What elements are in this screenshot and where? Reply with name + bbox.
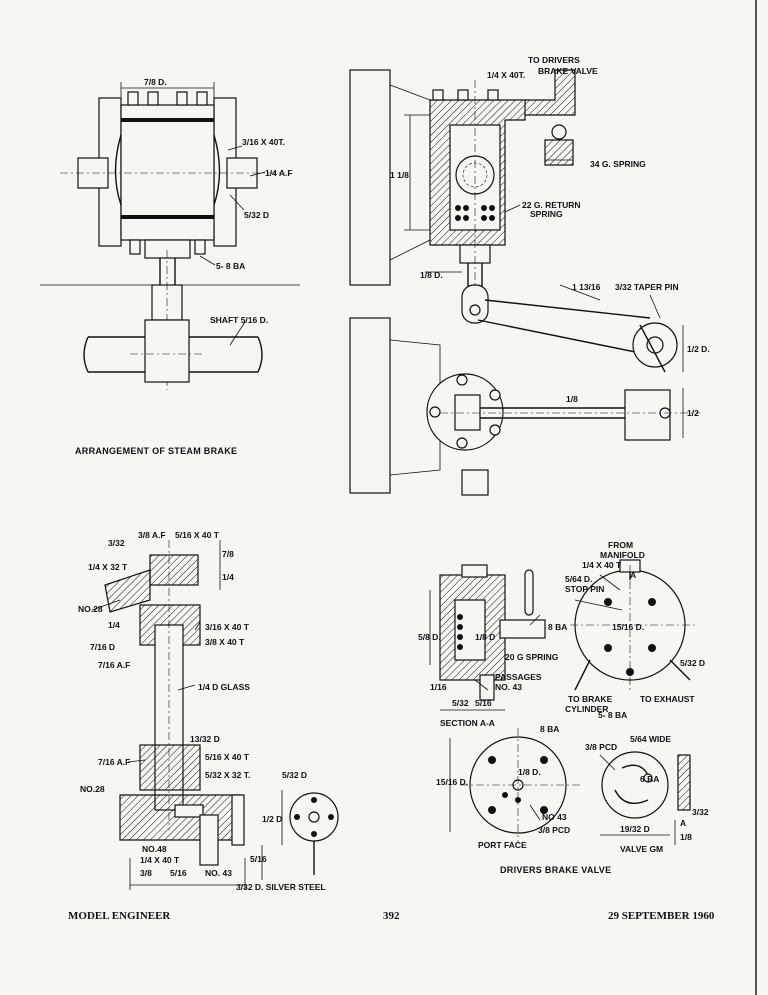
label-ba-5-8: 5- 8 BA <box>598 710 627 720</box>
label-thread-5-16-40t-b: 5/16 X 40 T <box>205 752 250 762</box>
caption-steam-brake: ARRANGEMENT OF STEAM BRAKE <box>75 446 237 456</box>
valve-spring <box>457 614 463 650</box>
label-thread-1-4-32t: 1/4 X 32 T <box>88 562 128 572</box>
steam-brake-arrangement <box>40 82 300 390</box>
label-dim-1-4-a: 1/4 <box>222 572 234 582</box>
label-dim-19-32: 19/32 D <box>620 824 650 834</box>
label-to-drivers: TO DRIVERS <box>528 55 580 65</box>
page-number: 392 <box>383 910 400 922</box>
label-thread-1-4-40t: 1/4 X 40 T <box>582 560 622 570</box>
label-ba-6: 6 BA <box>640 774 659 784</box>
drivers-brake-valve <box>429 559 695 845</box>
label-thread-3-16-40t: 3/16 X 40T. <box>242 137 285 147</box>
issue-date: 29 SEPTEMBER 1960 <box>608 910 715 922</box>
label-thread-3-8-40t: 3/8 X 40 T <box>205 637 245 647</box>
label-to-brake: TO BRAKE <box>568 694 613 704</box>
label-d-5-32: 5/32 D <box>244 210 269 220</box>
label-return-spring-2: SPRING <box>530 209 563 219</box>
label-thread-1-4-40t: 1/4 X 40 T <box>140 855 180 865</box>
label-no-43-b: NO 43 <box>542 812 567 822</box>
label-d-3-8-pcd-a: 3/8 PCD <box>585 742 617 752</box>
label-d-5-32: 5/32 D <box>282 770 307 780</box>
label-d-3-32: 3/32 <box>108 538 125 548</box>
label-mark-a-b: A <box>680 818 686 828</box>
label-no-43-a: NO. 43 <box>495 682 522 692</box>
label-dim-5-16: 5/16 <box>475 698 492 708</box>
label-d-13-32: 13/32 D <box>190 734 220 744</box>
label-no-48: NO.48 <box>142 844 167 854</box>
return-spring <box>455 205 495 221</box>
caption-brake-valve: DRIVERS BRAKE VALVE <box>500 865 611 875</box>
label-no-28-b: NO.28 <box>80 784 105 794</box>
label-d-7-16: 7/16 D <box>90 642 115 652</box>
label-manifold: MANIFOLD <box>600 550 645 560</box>
label-mark-a: A <box>630 570 636 580</box>
label-section: SECTION A-A <box>440 718 495 728</box>
label-d-7-8: 7/8 D. <box>144 77 167 87</box>
label-shaft: SHAFT 5/16 D. <box>210 315 268 325</box>
label-d-5-8: 5/8 D. <box>418 632 441 642</box>
valve-gm <box>601 751 669 819</box>
label-spring-34g: 34 G. SPRING <box>590 159 646 169</box>
label-dim-1-13-16: 1 13/16 <box>572 282 601 292</box>
label-thread-3-16-40t: 3/16 X 40 T <box>205 622 250 632</box>
label-no-43: NO. 43 <box>205 868 232 878</box>
label-ba-8-b: 8 BA <box>540 724 559 734</box>
label-af-3-8: 3/8 A.F <box>138 530 166 540</box>
label-d-1-2: 1/2 D <box>262 814 282 824</box>
label-ba-8-a: 8 BA <box>548 622 567 632</box>
label-dim-7-8: 7/8 <box>222 549 234 559</box>
label-d-1-8: 1/8 D <box>475 632 495 642</box>
label-dim-1-16: 1/16 <box>430 682 447 692</box>
label-d-1-8: 1/8 D. <box>420 270 443 280</box>
label-d-3-8-pcd-b: 3/8 PCD <box>538 825 570 835</box>
label-thread-1-4-40t: 1/4 X 40T. <box>487 70 525 80</box>
label-af-1-4: 1/4 A.F <box>265 168 293 178</box>
label-dim-5-32: 5/32 <box>452 698 469 708</box>
label-from: FROM <box>608 540 633 550</box>
label-brake-valve: BRAKE VALVE <box>538 66 598 76</box>
label-d-15-16-b: 15/16 D. <box>436 777 468 787</box>
label-thread-5-32-32t: 5/32 X 32 T. <box>205 770 250 780</box>
label-af-7-16-a: 7/16 A.F <box>98 660 130 670</box>
label-wide-5-64: 5/64 WIDE <box>630 734 671 744</box>
label-dim-5-16-b: 5/16 <box>170 868 187 878</box>
label-af-7-16-b: 7/16 A.F <box>98 757 130 767</box>
label-dim-1-8: 1/8 <box>566 394 578 404</box>
label-dim-1-2: 1/2 <box>687 408 699 418</box>
label-dim-1-4-b: 1/4 <box>108 620 120 630</box>
label-silver-steel: 3/32 D. SILVER STEEL <box>236 882 326 892</box>
label-d-1-8-b: 1/8 D. <box>518 767 541 777</box>
label-cylinder: CYLINDER <box>565 704 608 714</box>
label-dim-3-32: 3/32 <box>692 807 709 817</box>
cylinder-body <box>120 104 215 241</box>
label-d-1-2: 1/2 D. <box>687 344 710 354</box>
label-dim-1-1-8: 1 1/8 <box>390 170 409 180</box>
label-d-5-64: 5/64 D. <box>565 574 592 584</box>
label-valve-gm: VALVE GM <box>620 844 663 854</box>
brake-cylinder-section <box>349 69 700 496</box>
label-d-15-16: 15/16 D. <box>612 622 644 632</box>
label-stop-pin: STOP PIN <box>565 584 604 594</box>
label-dim-5-16-a: 5/16 <box>250 854 267 864</box>
label-spring-20g: 20 G SPRING <box>505 652 559 662</box>
gauge-glass-assembly <box>91 540 339 890</box>
label-glass: 1/4 D GLASS <box>198 682 250 692</box>
label-ba-5-8: 5- 8 BA <box>216 261 245 271</box>
label-port-face: PORT FACE <box>478 840 527 850</box>
publication-name: MODEL ENGINEER <box>68 910 171 922</box>
label-to-exhaust: TO EXHAUST <box>640 694 695 704</box>
page-edge <box>755 0 757 995</box>
frame <box>349 69 391 286</box>
label-return-spring-1: 22 G. RETURN <box>522 200 581 210</box>
label-d-5-32: 5/32 D <box>680 658 705 668</box>
label-no-28-a: NO.28 <box>78 604 103 614</box>
label-passages: PASSAGES <box>495 672 542 682</box>
label-thread-5-16-40t: 5/16 X 40 T <box>175 530 220 540</box>
label-taper-pin: 3/32 TAPER PIN <box>615 282 679 292</box>
label-dim-3-8: 3/8 <box>140 868 152 878</box>
label-dim-1-8: 1/8 <box>680 832 692 842</box>
